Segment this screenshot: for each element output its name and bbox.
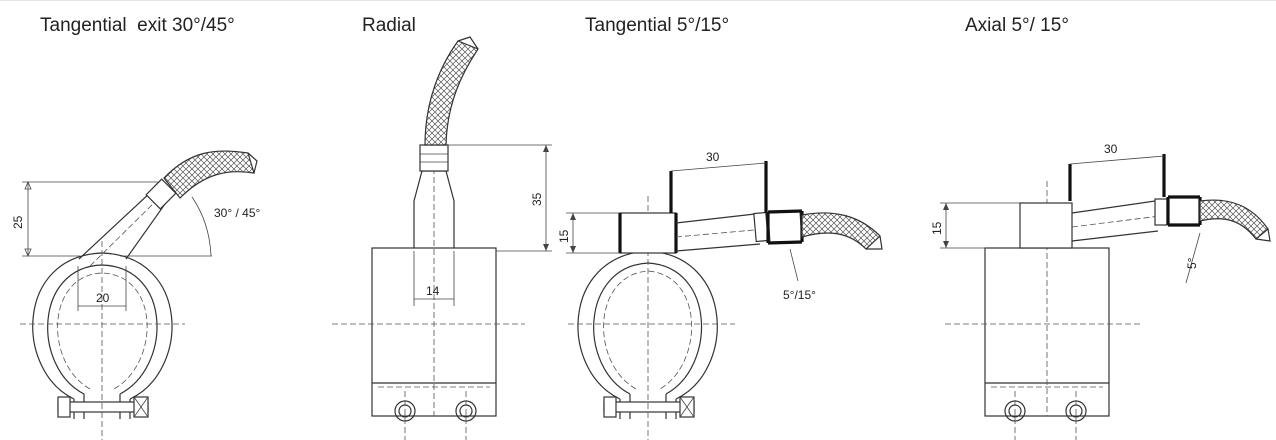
dim-radial-height: 35	[530, 192, 544, 206]
title-axial: Axial 5°/ 15°	[965, 15, 1069, 36]
clamp-bolt	[57, 396, 149, 418]
cable-braid-axial	[1199, 199, 1269, 240]
view-tangential: 30 15 5°/15°	[557, 150, 883, 440]
axial-exit-tube	[1071, 200, 1159, 242]
cable-braid-tangential	[801, 212, 881, 250]
title-radial: Radial	[362, 15, 416, 36]
cable-braid	[163, 150, 255, 199]
dim-tangential-exit-width: 20	[96, 291, 110, 305]
view-tangential-exit: 25 20 30° / 45°	[11, 150, 260, 440]
title-tangential-exit: Tangential exit 30°/45°	[40, 15, 235, 36]
axial-block	[1019, 202, 1073, 249]
exit-nut	[145, 178, 177, 210]
dim-tangential-angle: 5°/15°	[783, 288, 816, 302]
view-axial: 30 15 5°	[930, 142, 1271, 440]
dim-axial-length: 30	[1104, 142, 1118, 156]
view-radial: 35 14	[332, 36, 552, 440]
dim-radial-width: 14	[426, 284, 440, 298]
clamp-ring-centerline	[57, 272, 148, 390]
cable-braid-radial	[424, 40, 479, 146]
radial-nut	[419, 144, 449, 172]
dim-axial-height: 15	[930, 221, 944, 235]
dim-tangential-height: 15	[557, 229, 571, 243]
clamp-ring-inner	[47, 264, 158, 395]
title-tangential: Tangential 5°/15°	[585, 15, 730, 36]
tangential-block	[619, 212, 677, 254]
dim-tangential-length: 30	[706, 150, 720, 164]
tangential-exit-tube	[675, 213, 761, 252]
dim-tangential-exit-height: 25	[11, 215, 25, 229]
dim-axial-angle: 5°	[1185, 257, 1199, 269]
dim-tangential-exit-angle: 30° / 45°	[214, 206, 260, 220]
clamp-bolt-2	[603, 396, 695, 418]
